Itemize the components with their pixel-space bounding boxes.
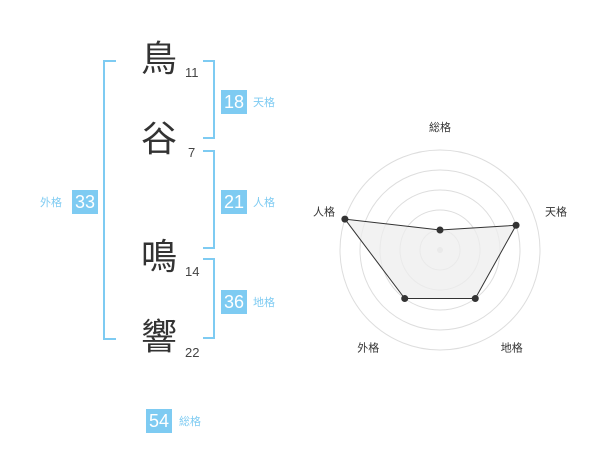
jinkaku-bracket [203, 150, 215, 249]
name-char-1: 鳥 [141, 39, 178, 80]
radar-ring [359, 169, 521, 331]
stroke-count-3: 14 [185, 264, 200, 279]
jinkaku-label: 人格 [253, 196, 275, 209]
radar-axis-label-1: 天格 [545, 204, 567, 218]
name-char-4: 響 [141, 317, 178, 358]
name-char-3: 鳴 [141, 237, 178, 278]
tenkaku-badge: 18 [221, 90, 247, 114]
chikaku-label: 地格 [253, 296, 275, 309]
stroke-count-4: 22 [185, 345, 200, 360]
radar-score-polygon [343, 218, 517, 300]
gaikaku-bracket [103, 60, 116, 340]
gaikaku-label: 外格 [40, 196, 62, 209]
stroke-count-2: 7 [188, 145, 196, 160]
soukaku-label: 総格 [179, 415, 201, 428]
radar-axis-label-3: 外格 [357, 341, 379, 355]
radar-point-1 [512, 221, 520, 229]
chikaku-bracket [203, 258, 215, 339]
tenkaku-label: 天格 [253, 96, 275, 109]
chikaku-badge: 36 [221, 290, 247, 314]
radar-axis-label-2: 地格 [501, 341, 523, 355]
stroke-count-1: 11 [185, 65, 199, 80]
radar-point-0 [436, 226, 444, 234]
name-char-2: 谷 [141, 119, 178, 160]
soukaku-badge: 54 [146, 409, 172, 433]
radar-axis-label-4: 人格 [313, 204, 335, 218]
tenkaku-bracket [203, 60, 215, 139]
radar-axis-label-0: 総格 [429, 120, 451, 134]
radar-point-4 [341, 215, 349, 223]
jinkaku-badge: 21 [221, 190, 247, 214]
radar-point-2 [471, 295, 479, 303]
radar-ring [339, 149, 541, 351]
gaikaku-badge: 33 [72, 190, 98, 214]
radar-point-3 [401, 295, 409, 303]
